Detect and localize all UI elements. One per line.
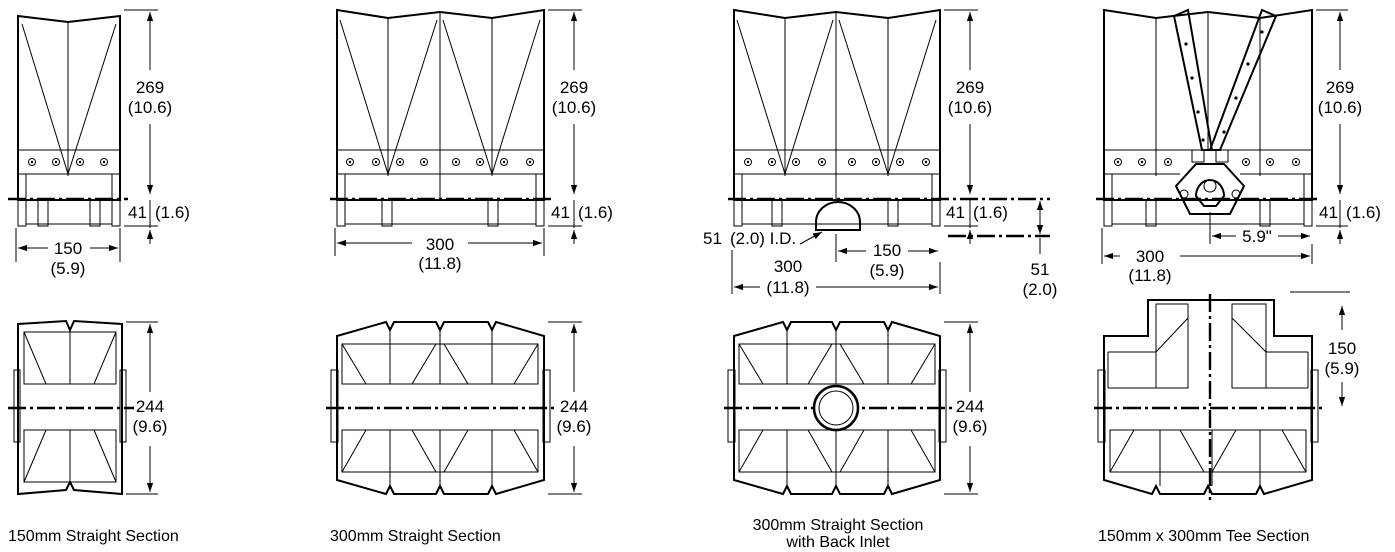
- height-label: 269: [136, 78, 164, 97]
- base-label: 41: [1319, 203, 1338, 222]
- dimension-plan: 244 (9.6): [944, 321, 988, 495]
- height-label: 269: [956, 78, 984, 97]
- dimension-drop: 51 (2.0): [1023, 201, 1058, 299]
- dimension-width: 150 (5.9): [15, 228, 121, 278]
- base-label: 41: [551, 203, 570, 222]
- bolt-row: [744, 158, 930, 166]
- tee-strap-right: [1208, 8, 1278, 151]
- drawing-150mm-straight: 269 (10.6) 41 (1.6) 150 (5.9): [8, 9, 190, 545]
- height-label-inches: (10.6): [552, 98, 596, 117]
- plan-view: [724, 320, 952, 496]
- inlet-label: 51: [703, 229, 722, 248]
- plan-label-inches: (5.9): [1325, 359, 1360, 378]
- dimension-base: 41 (1.6): [1316, 200, 1381, 244]
- plan-label: 244: [136, 397, 164, 416]
- drop-label-inches: (2.0): [1023, 280, 1058, 299]
- drawing-tee-section: 269 (10.6) 41 (1.6) 5.9" 300 (11.8): [1094, 8, 1381, 545]
- dimension-plan: 244 (9.6): [548, 321, 592, 495]
- caption: 150mm Straight Section: [8, 528, 179, 545]
- dimension-base: 41 (1.6): [548, 200, 613, 244]
- dimension-plan: 244 (9.6): [126, 321, 168, 495]
- base-label-inches: (1.6): [973, 203, 1008, 222]
- dimension-plan: 150 (5.9): [1290, 291, 1360, 406]
- dimension-offset: 5.9": [1209, 212, 1310, 246]
- height-label: 269: [560, 78, 588, 97]
- dimension-inlet: 51 (2.0) I.D.: [703, 229, 823, 248]
- base-label-inches: (1.6): [1346, 203, 1381, 222]
- drawing-300mm-back-inlet: 269 (10.6) 41 (1.6) 51 (2.0) 51 (2.0) I.…: [703, 8, 1058, 551]
- height-label-inches: (10.6): [1318, 98, 1362, 117]
- drop-label: 51: [1031, 260, 1050, 279]
- dimension-width: 300 (11.8): [334, 228, 545, 273]
- tee-strap-left: [1172, 8, 1214, 151]
- dimension-offset: 150 (5.9): [835, 234, 938, 280]
- plan-label: 244: [560, 397, 588, 416]
- dimension-width: 300 (11.8): [731, 250, 941, 297]
- back-inlet-pipe: [812, 384, 860, 432]
- offset-label: 150: [873, 241, 901, 260]
- base-label-inches: (1.6): [578, 203, 613, 222]
- plan-view: [326, 320, 556, 496]
- plan-label: 150: [1328, 339, 1356, 358]
- plan-label: 244: [956, 397, 984, 416]
- elevation-view: [330, 8, 552, 227]
- dimension-height: 269 (10.6): [124, 9, 172, 194]
- plan-view: [1094, 294, 1322, 500]
- width-label: 300: [774, 257, 802, 276]
- plan-label-inches: (9.6): [953, 417, 988, 436]
- bolt-row: [1114, 158, 1300, 166]
- width-label: 300: [1136, 247, 1164, 266]
- offset-label: 5.9": [1242, 227, 1272, 246]
- width-label-inches: (5.9): [51, 259, 86, 278]
- height-label-inches: (10.6): [948, 98, 992, 117]
- width-label: 150: [54, 239, 82, 258]
- base-label: 41: [946, 203, 965, 222]
- width-label: 300: [426, 235, 454, 254]
- plan-label-inches: (9.6): [133, 417, 168, 436]
- caption-line-1: 300mm Straight Section: [753, 517, 924, 534]
- elevation-view: [728, 8, 1050, 238]
- elevation-view: [1096, 8, 1320, 227]
- bolt-row: [28, 158, 108, 166]
- plan-view: [8, 319, 134, 496]
- plan-label-inches: (9.6): [557, 417, 592, 436]
- bolt-row: [346, 158, 534, 166]
- drawing-300mm-straight: 269 (10.6) 41 (1.6) 300 (11.8): [326, 8, 613, 545]
- width-label-inches: (11.8): [1128, 266, 1171, 285]
- offset-label-inches: (5.9): [870, 261, 905, 280]
- base-label: 41: [128, 203, 147, 222]
- tee-flange-plate: [1174, 163, 1246, 215]
- caption: 150mm x 300mm Tee Section: [1098, 528, 1309, 545]
- width-label-inches: (11.8): [418, 254, 461, 273]
- height-label-inches: (10.6): [128, 98, 172, 117]
- dimension-base: 41 (1.6): [124, 200, 190, 244]
- dimension-width: 300 (11.8): [1101, 228, 1313, 285]
- inlet-label-inches: (2.0) I.D.: [730, 229, 796, 248]
- dimension-base: 41 (1.6): [944, 200, 1008, 244]
- dimension-height: 269 (10.6): [944, 9, 992, 194]
- width-label-inches: (11.8): [766, 278, 809, 297]
- elevation-view: [8, 14, 128, 227]
- dimension-height: 269 (10.6): [1316, 9, 1362, 194]
- base-label-inches: (1.6): [155, 203, 190, 222]
- back-inlet-opening: [815, 201, 861, 231]
- height-label: 269: [1326, 78, 1354, 97]
- dimension-height: 269 (10.6): [548, 9, 596, 194]
- caption: 300mm Straight Section: [330, 528, 501, 545]
- caption-line-2: with Back Inlet: [785, 534, 890, 551]
